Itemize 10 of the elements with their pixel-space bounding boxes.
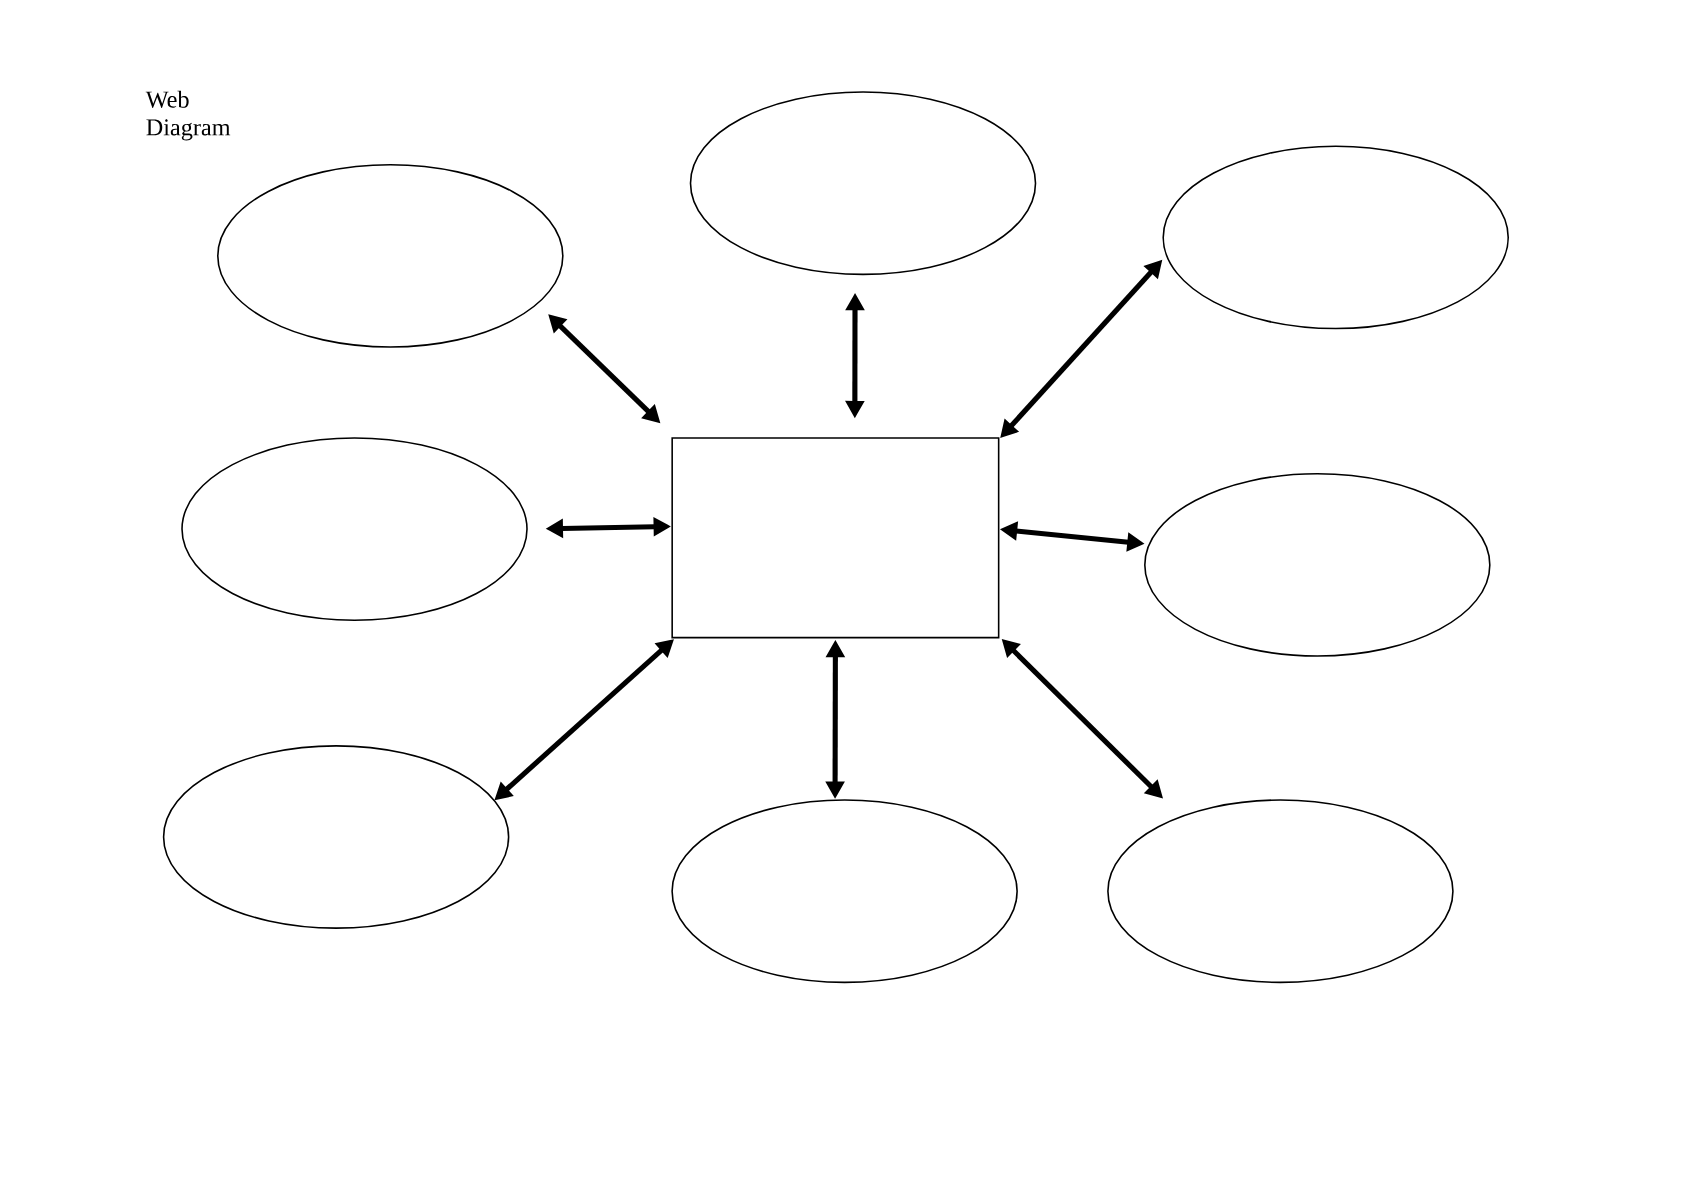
ellipse <box>162 745 510 929</box>
ellipse <box>1144 472 1491 657</box>
ellipse <box>1107 799 1454 984</box>
ellipse <box>689 91 1037 276</box>
ellipse <box>1162 145 1509 330</box>
ellipse <box>671 799 1018 984</box>
ellipse <box>217 163 564 348</box>
center-box <box>671 437 1000 639</box>
ellipse <box>181 437 528 622</box>
title: Web Diagram <box>145 90 231 141</box>
